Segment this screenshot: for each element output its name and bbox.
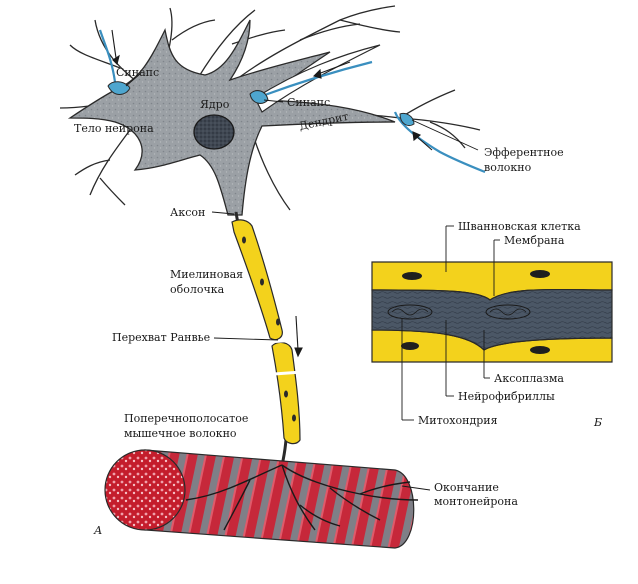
label-efferent-2: волокно	[484, 161, 532, 174]
label-nucleus: Ядро	[200, 98, 230, 111]
label-mitochondria: Митохондрия	[418, 414, 498, 427]
label-myelin-1: Миелиновая	[170, 268, 243, 281]
label-ending-1: Окончание	[434, 481, 499, 494]
myelin-sheath-upper	[231, 219, 283, 341]
schwann-nuclei	[242, 236, 296, 422]
label-muscle-1: Поперечнополосатое	[124, 412, 248, 425]
signal-arrows	[111, 29, 433, 358]
synapse-top	[98, 29, 131, 95]
panel-b-cross-section	[371, 261, 613, 363]
label-schwann: Шванновская клетка	[458, 220, 581, 233]
label-soma: Тело нейрона	[74, 122, 154, 135]
label-neurofibrils: Нейрофибриллы	[458, 390, 555, 403]
label-axoplasm: Аксоплазма	[494, 372, 564, 385]
label-axon: Аксон	[170, 206, 205, 219]
muscle-fiber	[104, 449, 415, 549]
label-synapse-right: Синапс	[287, 96, 330, 109]
label-myelin-2: оболочка	[170, 283, 225, 296]
label-membrane: Мембрана	[504, 234, 565, 247]
label-ending-2: монтонейрона	[434, 495, 518, 508]
leader-lines	[125, 73, 500, 491]
label-muscle-2: мышечное волокно	[124, 427, 237, 440]
motor-endings	[185, 464, 419, 531]
label-ranvier: Перехват Ранвье	[112, 331, 210, 344]
label-synapse-top: Синапс	[116, 66, 159, 79]
nucleus	[193, 114, 235, 150]
dendrite-trunk	[254, 44, 381, 113]
label-efferent-1: Эфферентное	[484, 146, 564, 159]
neuron-body	[67, 19, 396, 216]
label-panel-a: А	[93, 524, 102, 537]
label-panel-b: Б	[593, 416, 602, 429]
efferent-fiber	[393, 111, 486, 174]
